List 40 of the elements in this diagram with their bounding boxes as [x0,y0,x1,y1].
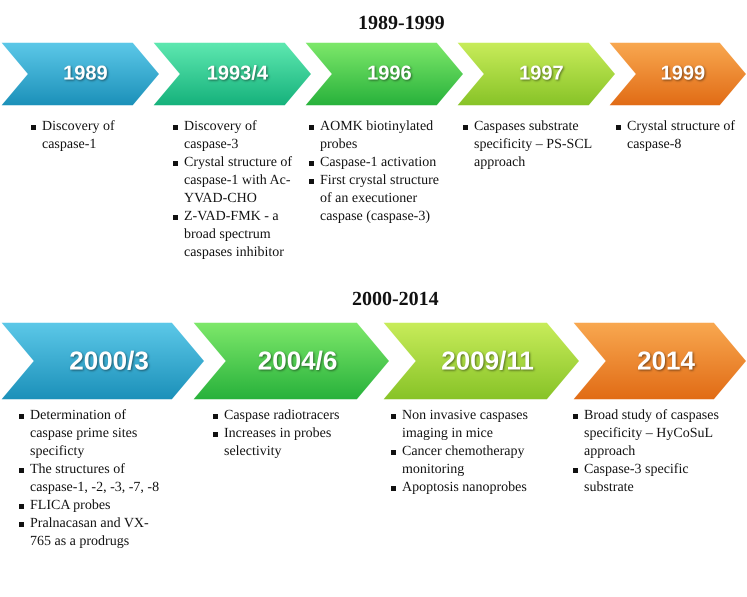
year-banner [382,322,580,400]
bullet-item: Discovery of caspase-3 [172,118,300,154]
bullet-item: Z-VAD-FMK - a broad spectrum caspases inhibitor [172,208,300,262]
year-banner [456,42,616,106]
bullet-item: Determination of caspase prime sites specificty [18,407,168,461]
bullet-item: AOMK biotinylated probes [308,118,453,154]
bullet-item: Discovery of caspase-1 [30,118,160,154]
bullet-item: Caspase-3 specific substrate [572,461,732,497]
year-label: 1989 [63,62,108,86]
year-banner [192,322,390,400]
period-heading: 2000-2014 [352,288,439,311]
bullet-item: Caspases substrate specificity – PS-SCL approach [462,118,602,172]
bullet-item: Crystal structure of caspase-1 with Ac-YVAD-CHO [172,154,300,208]
bullet-item: Caspase-1 activation [308,154,453,172]
year-label: 1993/4 [206,62,268,86]
year-banner [608,42,747,106]
year-label: 1997 [519,62,564,86]
bullet-item: Pralnacasan and VX-765 as a prodrugs [18,515,168,551]
bullet-item: Non invasive caspases imaging in mice [390,407,540,443]
bullet-item: The structures of caspase-1, -2, -3, -7, -8 [18,461,168,497]
bullet-item: FLICA probes [18,497,168,515]
year-banner [152,42,312,106]
year-label: 2014 [637,346,695,376]
bullet-item: First crystal structure of an executioner caspase (caspase-3) [308,172,453,226]
bullet-item: Broad study of caspases specificity – HyCoSuL approach [572,407,732,461]
period-heading: 1989-1999 [358,12,445,35]
year-label: 2000/3 [69,346,149,376]
year-banner [572,322,747,400]
year-banner [304,42,464,106]
bullet-item: Caspase radiotracers [212,407,352,425]
year-label: 2009/11 [441,346,534,376]
bullet-item: Apoptosis nanoprobes [390,479,540,497]
bullet-item: Cancer chemotherapy monitoring [390,443,540,479]
bullet-item: Crystal structure of caspase-8 [615,118,747,154]
year-label: 1999 [660,62,706,86]
year-label: 1996 [367,62,412,86]
year-label: 2004/6 [258,346,338,376]
year-banner [0,322,205,400]
year-banner [0,42,160,106]
bullet-item: Increases in probes selectivity [212,425,352,461]
